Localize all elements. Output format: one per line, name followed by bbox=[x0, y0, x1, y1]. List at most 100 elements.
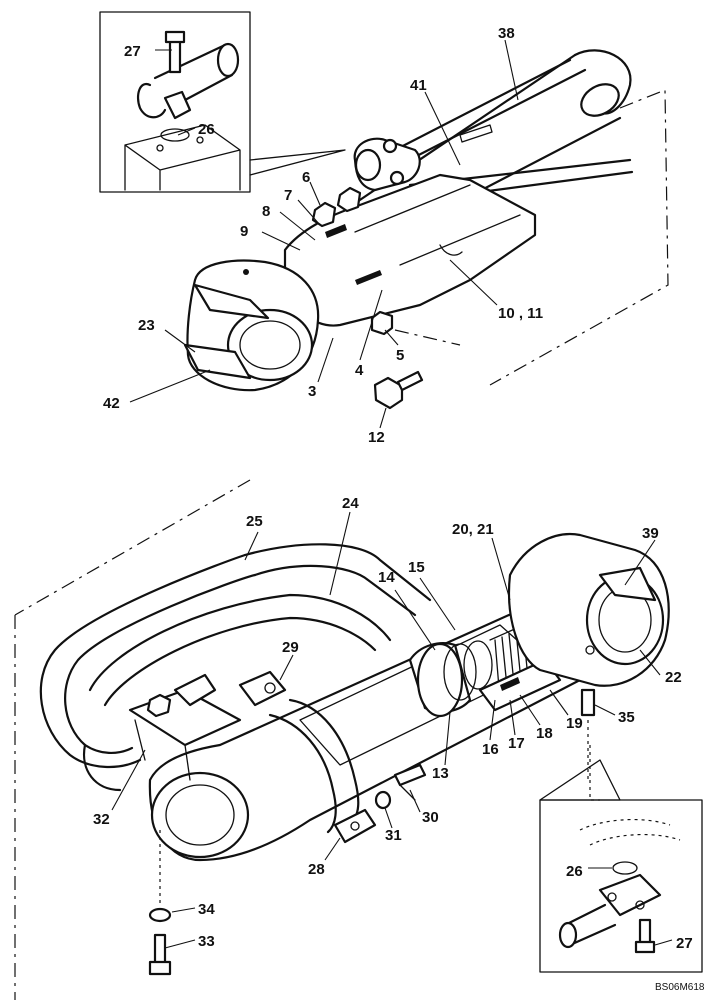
leader-10-11 bbox=[449, 259, 498, 306]
upper-pipe-clamp bbox=[353, 137, 421, 192]
drawing-code: BS06M618 bbox=[655, 982, 705, 993]
callout-8: 8 bbox=[262, 203, 270, 220]
bolt-6 bbox=[311, 201, 337, 228]
callout-25: 25 bbox=[246, 513, 263, 530]
bolt-12 bbox=[373, 370, 424, 410]
callout-7: 7 bbox=[284, 187, 292, 204]
callout-6: 6 bbox=[302, 169, 310, 186]
leader-23 bbox=[164, 329, 196, 353]
detail-inset-upper bbox=[99, 11, 346, 193]
callout-10-11: 10 , 11 bbox=[498, 305, 543, 322]
inset-lower-block bbox=[598, 873, 662, 917]
pipe-38-edge-b bbox=[403, 68, 587, 164]
bracket-32 bbox=[128, 673, 242, 781]
leader-16 bbox=[489, 699, 496, 741]
tube-24-top bbox=[243, 543, 432, 602]
inset-clamp bbox=[136, 82, 167, 119]
bolt-5-line bbox=[394, 329, 461, 346]
leader-4 bbox=[359, 289, 383, 361]
inset-pointer bbox=[249, 149, 346, 176]
callout-28: 28 bbox=[308, 861, 325, 878]
callout-27-lower: 27 bbox=[676, 935, 693, 952]
piston-14 bbox=[443, 643, 477, 701]
leader-18 bbox=[519, 694, 541, 726]
tube-24-top-b bbox=[253, 564, 417, 617]
inset-clamp-foot bbox=[163, 90, 192, 120]
callout-22: 22 bbox=[665, 669, 682, 686]
callout-23: 23 bbox=[138, 317, 155, 334]
bolt-33-head bbox=[148, 960, 172, 976]
leader-42 bbox=[129, 369, 211, 403]
callout-13: 13 bbox=[432, 765, 449, 782]
leader-28 bbox=[324, 837, 341, 861]
callout-26-lower: 26 bbox=[566, 863, 583, 880]
leader-29 bbox=[279, 654, 294, 681]
leader-7 bbox=[297, 199, 321, 226]
inset-lower-pointer bbox=[589, 745, 600, 801]
leader-31 bbox=[384, 807, 393, 829]
leader-30 bbox=[409, 789, 421, 813]
washer-31 bbox=[374, 790, 392, 810]
upper-boundary-line bbox=[489, 89, 669, 386]
fitting-35 bbox=[580, 688, 596, 717]
leader-39 bbox=[624, 539, 656, 586]
callout-31: 31 bbox=[385, 827, 402, 844]
piston-face bbox=[416, 642, 464, 718]
callout-19: 19 bbox=[566, 715, 583, 732]
upper-cylinder-assembly bbox=[99, 11, 669, 429]
inset-block bbox=[124, 124, 241, 191]
gland-nut bbox=[478, 658, 562, 712]
rod-end-face bbox=[580, 83, 620, 117]
callout-26-upper: 26 bbox=[198, 121, 215, 138]
head-notch bbox=[439, 244, 463, 256]
leader-5 bbox=[384, 329, 399, 346]
callout-18: 18 bbox=[536, 725, 553, 742]
leader-38 bbox=[504, 39, 519, 101]
leader-3 bbox=[317, 337, 334, 383]
callout-39: 39 bbox=[642, 525, 659, 542]
head-edge-2 bbox=[399, 214, 521, 266]
leader-32 bbox=[111, 749, 146, 811]
leader-25 bbox=[244, 531, 259, 561]
leader-15 bbox=[419, 577, 456, 631]
callout-14: 14 bbox=[378, 569, 395, 586]
leader-19 bbox=[549, 689, 569, 716]
leader-20-21 bbox=[491, 537, 511, 601]
callout-9: 9 bbox=[240, 223, 248, 240]
callout-17: 17 bbox=[508, 735, 525, 752]
callout-29: 29 bbox=[282, 639, 299, 656]
inset-bolt-27 bbox=[168, 38, 182, 74]
callout-15: 15 bbox=[408, 559, 425, 576]
lower-boundary-line bbox=[14, 479, 251, 1000]
inset-bolt-head bbox=[164, 30, 186, 44]
callout-20-21: 20, 21 bbox=[452, 521, 494, 538]
leader-41 bbox=[424, 91, 461, 166]
rod-flat bbox=[459, 124, 493, 143]
barrel-clamp bbox=[238, 670, 377, 844]
callout-16: 16 bbox=[482, 741, 499, 758]
gland-seals bbox=[500, 677, 520, 691]
callout-3: 3 bbox=[308, 383, 316, 400]
inset-oring-26 bbox=[160, 128, 190, 142]
rod-eye bbox=[183, 259, 320, 392]
seal-marks-2 bbox=[325, 224, 347, 238]
inset-lower-oring-26 bbox=[612, 861, 638, 875]
inset-lower-pipe-end bbox=[558, 921, 578, 949]
leader-17 bbox=[509, 699, 516, 736]
inset-pipe-end bbox=[216, 42, 240, 78]
leader-6 bbox=[309, 181, 321, 206]
leader-26u bbox=[177, 127, 196, 136]
inset-lower-pipe bbox=[563, 903, 617, 947]
washer-34 bbox=[148, 907, 172, 923]
callout-numbers: 27 26 38 41 6 7 8 9 10 , 11 23 5 4 3 42 … bbox=[93, 25, 693, 952]
leader-22 bbox=[639, 649, 661, 676]
callout-4: 4 bbox=[355, 362, 364, 379]
callout-42: 42 bbox=[103, 395, 120, 412]
leader-34 bbox=[171, 907, 196, 913]
rod-end bbox=[573, 49, 632, 115]
callout-5: 5 bbox=[396, 347, 404, 364]
lower-cylinder-assembly bbox=[14, 479, 670, 1000]
head-edge bbox=[354, 184, 471, 233]
tube-25-outer bbox=[39, 553, 247, 769]
